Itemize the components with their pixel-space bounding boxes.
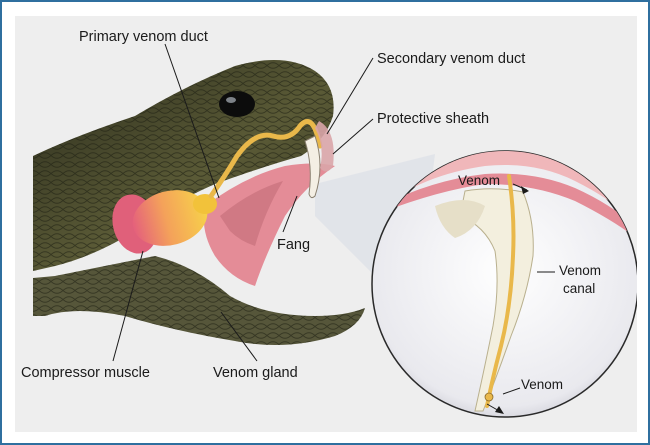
diagram-panel: Primary venom duct Secondary venom duct … [15,16,637,432]
label-protective-sheath: Protective sheath [377,112,489,127]
label-venom-gland: Venom gland [213,366,298,381]
label-compressor-muscle: Compressor muscle [21,366,150,381]
label-secondary-venom-duct: Secondary venom duct [377,52,525,67]
label-venom-canal-line2: canal [563,282,595,296]
label-venom-top: Venom [458,174,500,188]
label-fang: Fang [277,238,310,253]
snake-eye [219,91,255,117]
label-venom-bottom: Venom [521,378,563,392]
label-primary-venom-duct: Primary venom duct [79,30,208,45]
label-venom-canal-line1: Venom [559,264,601,278]
